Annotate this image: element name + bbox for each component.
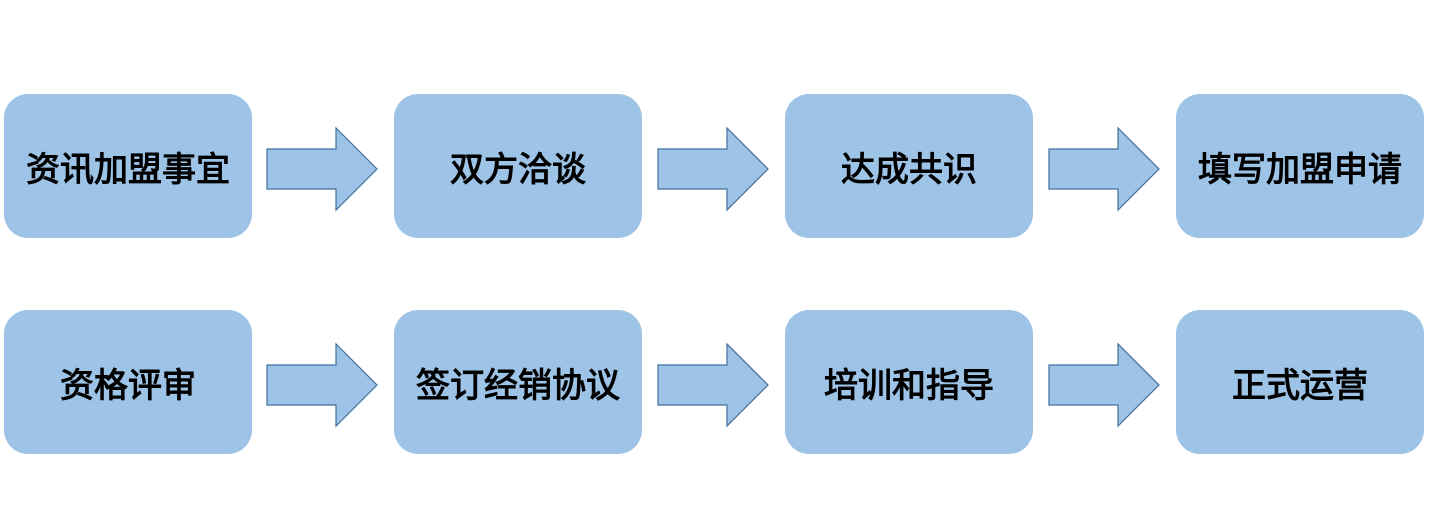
step-box-consensus: 达成共识 bbox=[785, 94, 1033, 238]
step-box-review: 资格评审 bbox=[4, 310, 252, 454]
right-arrow-icon bbox=[657, 342, 769, 428]
step-label: 双方洽谈 bbox=[450, 149, 586, 190]
step-label: 填写加盟申请 bbox=[1198, 149, 1402, 190]
step-box-operation: 正式运营 bbox=[1176, 310, 1424, 454]
step-box-consult: 资讯加盟事宜 bbox=[4, 94, 252, 238]
step-box-negotiate: 双方洽谈 bbox=[394, 94, 642, 238]
step-label: 培训和指导 bbox=[824, 365, 994, 406]
right-arrow-icon bbox=[266, 126, 378, 212]
step-label: 正式运营 bbox=[1232, 365, 1368, 406]
step-label: 签订经销协议 bbox=[416, 365, 620, 406]
step-label: 达成共识 bbox=[841, 149, 977, 190]
step-label: 资讯加盟事宜 bbox=[26, 149, 230, 190]
step-label: 资格评审 bbox=[60, 365, 196, 406]
step-box-application: 填写加盟申请 bbox=[1176, 94, 1424, 238]
right-arrow-icon bbox=[657, 126, 769, 212]
right-arrow-icon bbox=[1048, 342, 1160, 428]
step-box-training: 培训和指导 bbox=[785, 310, 1033, 454]
right-arrow-icon bbox=[1048, 126, 1160, 212]
right-arrow-icon bbox=[266, 342, 378, 428]
step-box-contract: 签订经销协议 bbox=[394, 310, 642, 454]
